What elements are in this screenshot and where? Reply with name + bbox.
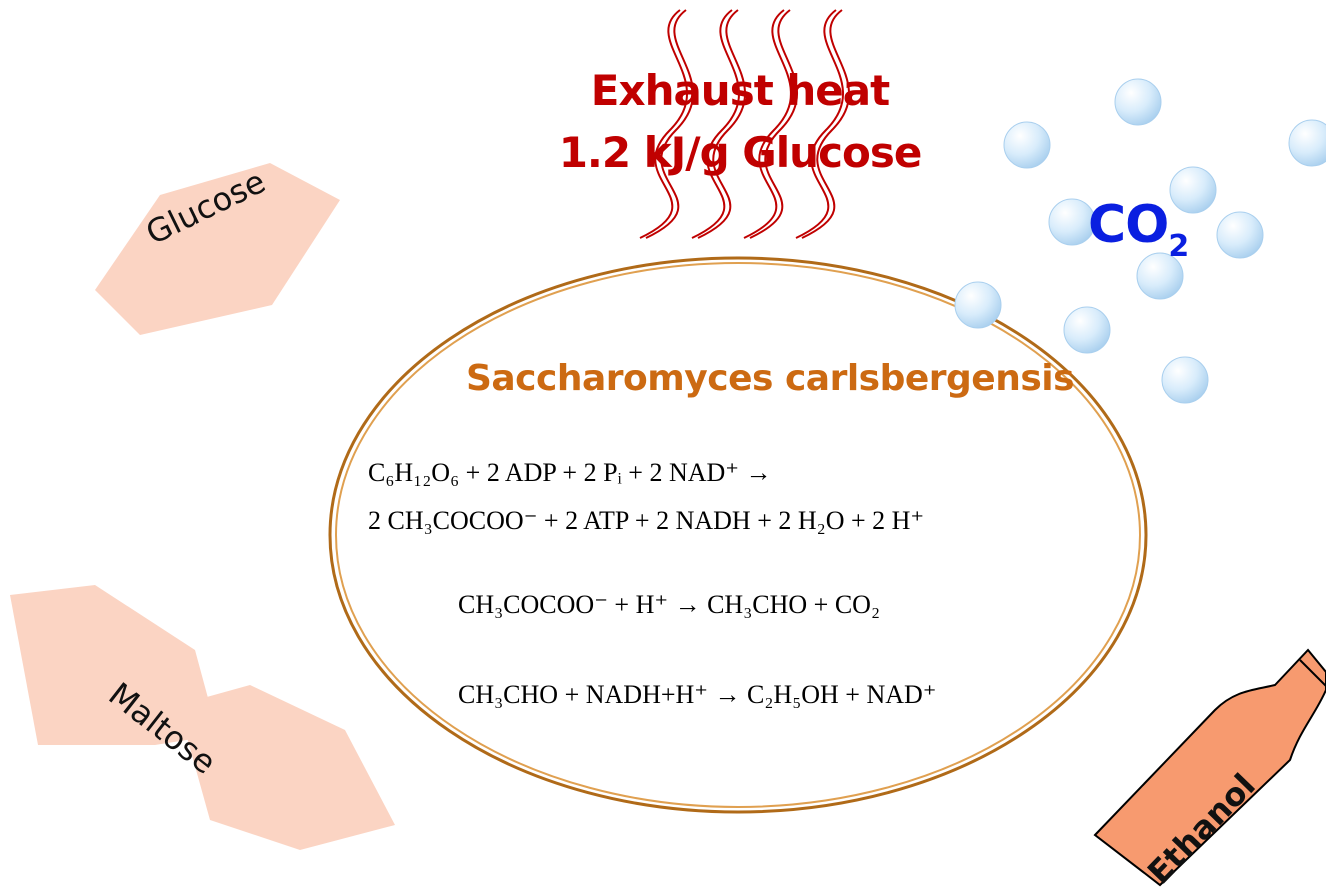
co2-main: CO [1088,195,1169,255]
maltose-hexagon [10,585,395,850]
equation-3: CH₃CHO + NADH+H⁺ → C₂H₅OH + NAD⁺ [458,680,937,709]
co2-label: CO2 [1088,195,1189,264]
organism-name: Saccharomyces carlsbergensis [465,358,1075,399]
heat-wave-icon [639,9,851,239]
ethanol-bottle [1093,648,1326,887]
co2-subscript: 2 [1168,229,1189,264]
equation-1-line-1: C₆H₁₂O₆ + 2 ADP + 2 Pᵢ + 2 NAD⁺ → [368,458,772,487]
equation-1-line-2: 2 CH₃COCOO⁻ + 2 ATP + 2 NADH + 2 H₂O + 2… [368,506,925,535]
glucose-hexagon [95,163,340,335]
cell-ellipse [328,256,1148,814]
co2-bubble-icon [954,78,1326,404]
equation-2: CH₃COCOO⁻ + H⁺ → CH₃CHO + CO₂ [458,590,881,619]
exhaust-heat-line2: 1.2 kJ/g Glucose [558,128,923,177]
exhaust-heat-label: Exhaust heat 1.2 kJ/g Glucose [460,60,1020,184]
exhaust-heat-line1: Exhaust heat [590,66,890,115]
